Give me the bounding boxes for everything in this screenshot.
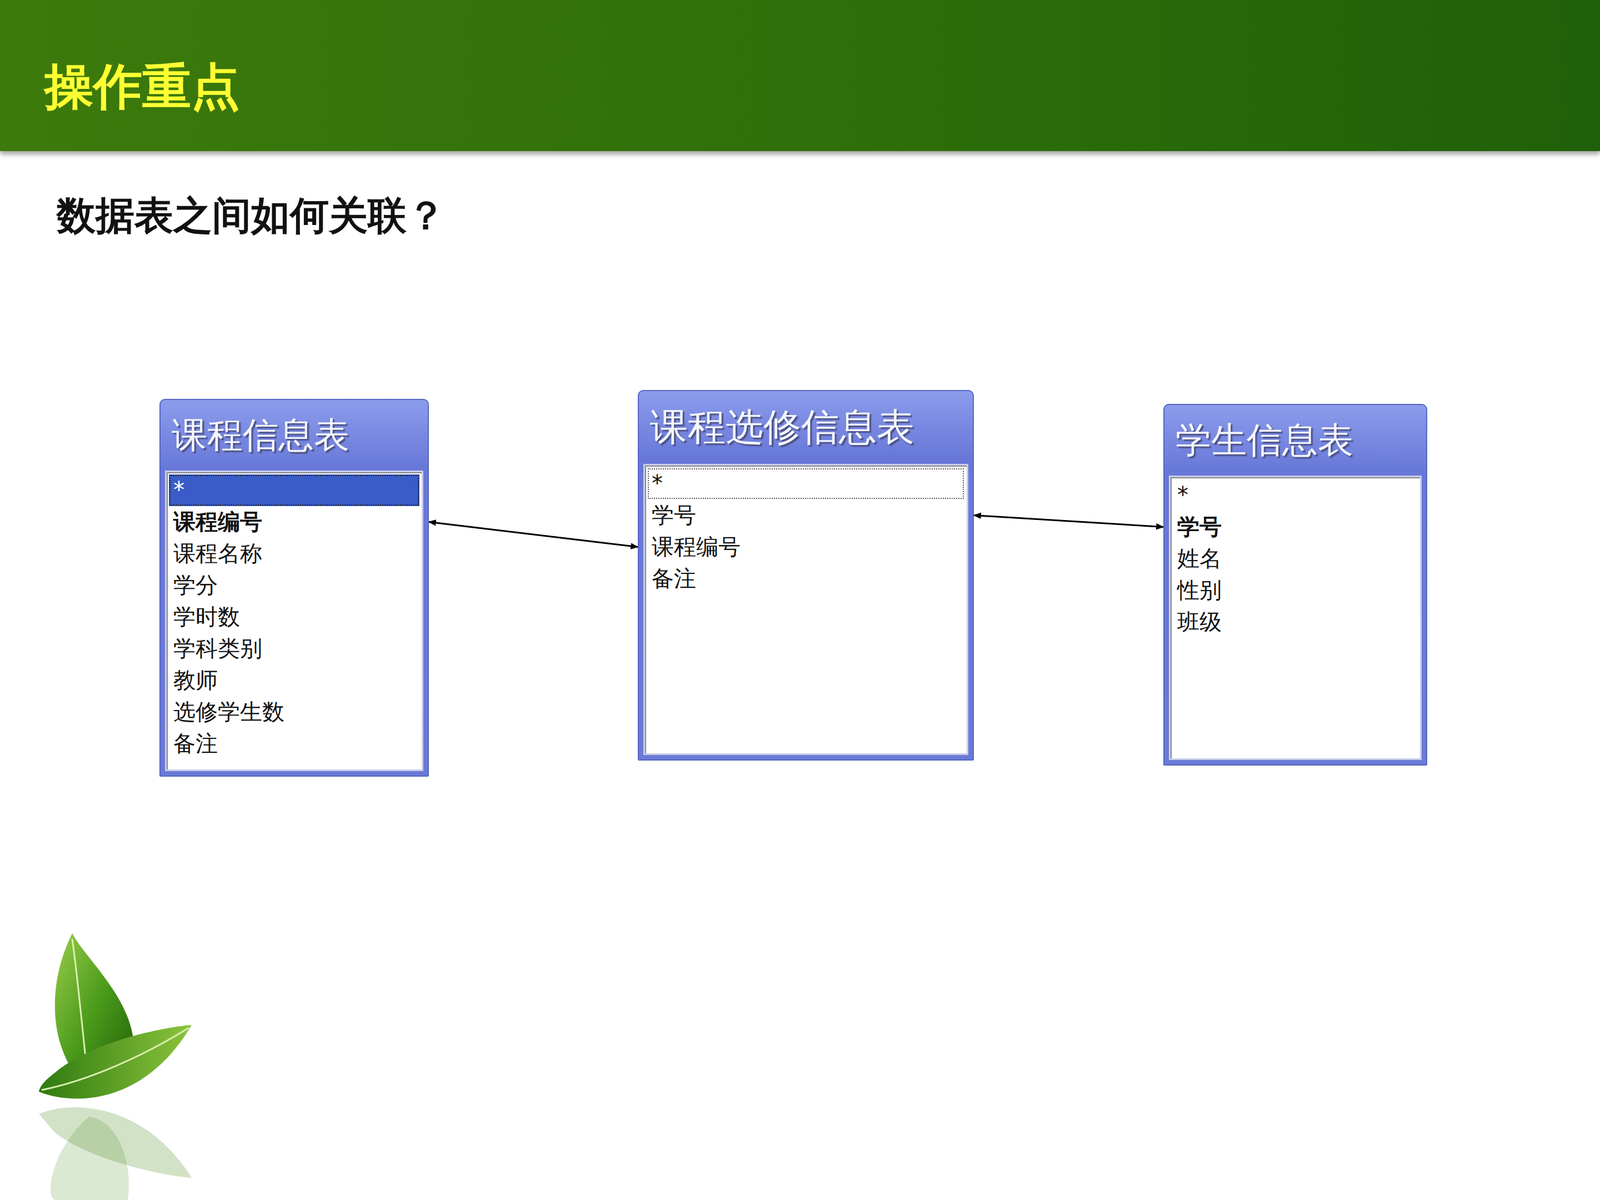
table-window: 学生信息表 *学号姓名性别班级 <box>1163 403 1428 766</box>
field-name: 课程名称 <box>168 537 420 570</box>
field-name: 姓名 <box>1172 542 1418 575</box>
field-name: 学分 <box>168 569 420 602</box>
field-name: 课程编号 <box>647 531 965 563</box>
relation-arrow <box>428 522 638 548</box>
field-name: * <box>168 474 420 507</box>
table-title: 课程信息表 <box>171 411 350 460</box>
relation-arrow <box>973 515 1164 528</box>
header-band <box>0 0 1600 152</box>
field-list: *学号课程编号备注 <box>643 463 969 755</box>
field-name: 性别 <box>1172 574 1418 607</box>
field-name: 学时数 <box>168 601 420 633</box>
leaf <box>38 1025 192 1099</box>
field-name: 班级 <box>1172 606 1418 638</box>
field-name: 课程编号 <box>168 506 420 538</box>
field-name: 教师 <box>168 664 420 697</box>
subtitle: 数据表之间如何关联？ <box>56 194 446 238</box>
field-list: *课程编号课程名称学分学时数学科类别教师选修学生数备注 <box>165 470 424 772</box>
field-name: 学号 <box>1172 511 1418 543</box>
table-window: 课程选修信息表 *学号课程编号备注 <box>637 390 974 761</box>
field-name: 选修学生数 <box>168 696 420 728</box>
table-window: 课程信息表 *课程编号课程名称学分学时数学科类别教师选修学生数备注 <box>159 398 429 777</box>
field-name: 学科类别 <box>168 632 420 665</box>
field-name: 学号 <box>647 499 965 532</box>
table-title: 学生信息表 <box>1175 416 1354 465</box>
field-name: * <box>1172 479 1418 512</box>
slide-title: 操作重点 <box>44 62 240 112</box>
field-name: * <box>647 467 965 500</box>
field-list: *学号姓名性别班级 <box>1168 475 1422 760</box>
field-name: 备注 <box>647 562 965 595</box>
field-name: 备注 <box>168 727 420 760</box>
table-title: 课程选修信息表 <box>650 402 915 453</box>
